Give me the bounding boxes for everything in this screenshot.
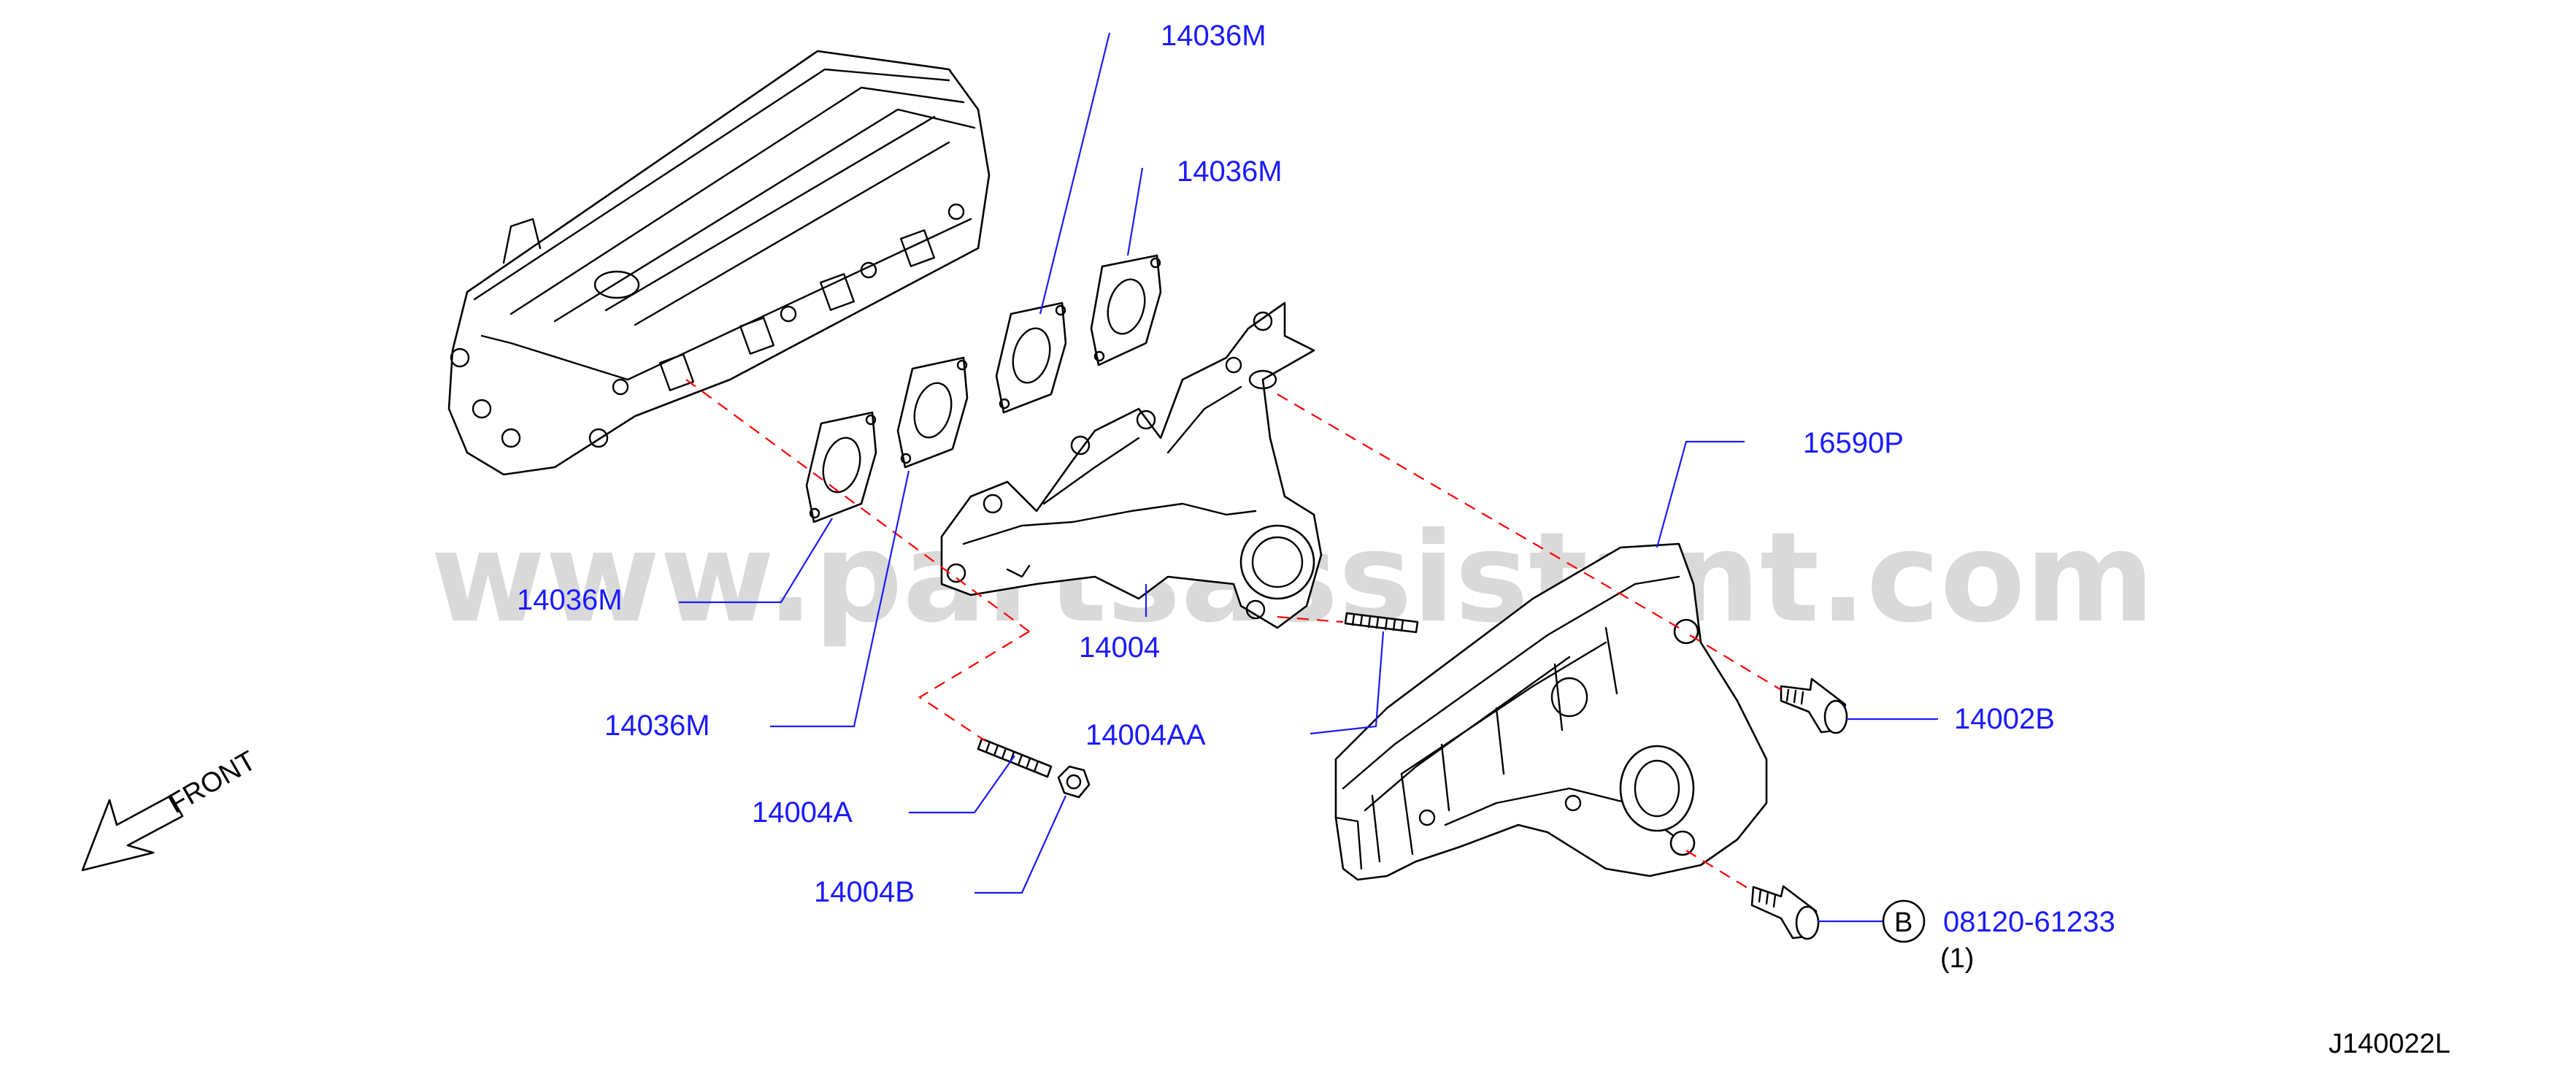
nut-14004b [1057,765,1091,799]
gasket-3 [995,301,1067,414]
front-label: FRONT [164,745,261,820]
label-quantity: (1) [1940,943,1974,974]
front-arrow: FRONT [81,745,261,872]
label-14004aa[interactable]: 14004AA [1085,719,1206,751]
leader-lines [679,32,1938,923]
label-14002b[interactable]: 14002B [1954,703,2055,735]
heat-insulator [1334,542,1768,881]
ref-letter-b: B [1894,907,1912,938]
gasket-2 [896,356,969,469]
cylinder-head [447,50,991,476]
label-14036m-left-1[interactable]: 14036M [517,584,623,616]
ref-circle-b: B [1882,899,1926,943]
diagram-code: J140022L [2329,1029,2450,1059]
bolt-08120-61233 [1750,885,1820,940]
label-14036m-top-2[interactable]: 14036M [1177,155,1283,188]
bolt-14002b [1780,677,1848,734]
gasket-4 [1090,254,1162,366]
gasket-1 [805,411,877,523]
label-14036m-top-1[interactable]: 14036M [1161,20,1266,52]
assembly-dashed-lines [685,379,1782,891]
label-16590p[interactable]: 16590P [1803,427,1904,459]
exhaust-manifold [940,301,1323,629]
stud-14004a [977,737,1053,778]
label-08120-61233[interactable]: 08120-61233 [1943,906,2115,938]
front-arrow-icon [81,794,184,872]
part-labels: 14036M 14036M 14036M 14036M 14004 16590P… [517,20,2115,974]
label-14004a[interactable]: 14004A [752,796,853,829]
stud-14004aa [1344,612,1419,634]
label-14004[interactable]: 14004 [1079,631,1160,664]
label-14036m-left-2[interactable]: 14036M [604,710,710,742]
label-14004b[interactable]: 14004B [814,876,915,908]
